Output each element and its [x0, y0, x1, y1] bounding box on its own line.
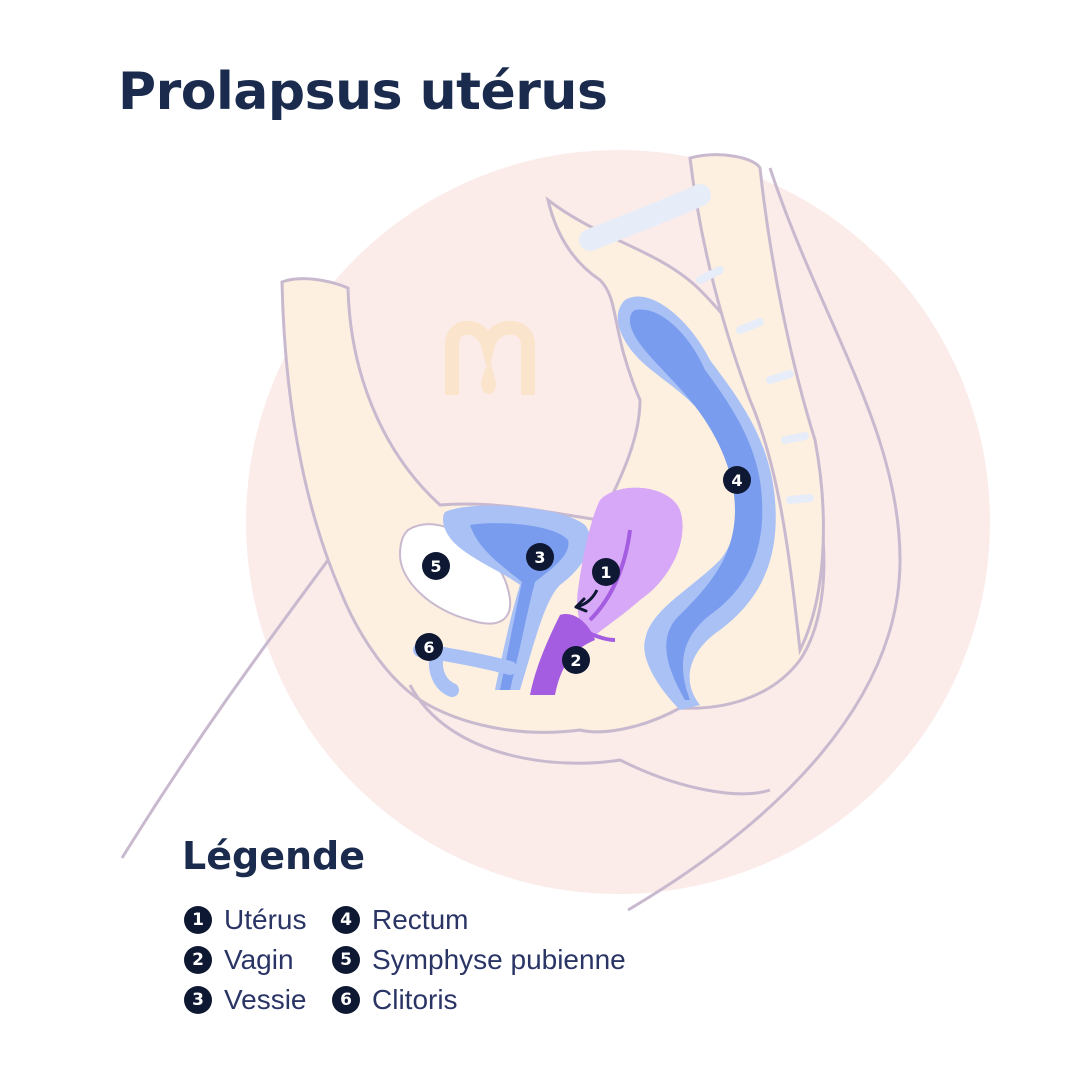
arrow-head: [574, 597, 588, 613]
legend-label: Symphyse pubienne: [372, 944, 626, 975]
marker-2: 2: [562, 646, 590, 674]
legend-label: Clitoris: [372, 984, 458, 1015]
uterine-canal: [588, 529, 632, 622]
legend-item: 4 Rectum: [332, 900, 626, 940]
rectum: [617, 296, 776, 710]
svg-text:3: 3: [534, 548, 545, 567]
number-badge: 1: [184, 906, 212, 934]
sacrum-shape: [579, 184, 711, 251]
legend-item: 2 Vagin: [184, 940, 307, 980]
marker-4: 4: [723, 466, 751, 494]
legend-label: Vagin: [224, 944, 294, 975]
legend-title: Légende: [182, 834, 365, 878]
legend-item: 5 Symphyse pubienne: [332, 940, 626, 980]
legend-item: 3 Vessie: [184, 980, 307, 1020]
rectum-inner: [629, 309, 763, 700]
vaginal-wall: [561, 623, 616, 642]
number-badge: 3: [184, 986, 212, 1014]
marker-6: 6: [415, 633, 443, 661]
spine-tissue: [688, 153, 825, 656]
legend-label: Vessie: [224, 984, 307, 1015]
vagina: [530, 614, 595, 695]
legend-label: Rectum: [372, 904, 469, 935]
vertebrae-lines: [696, 266, 814, 504]
back-outline: [627, 167, 902, 912]
svg-text:1: 1: [600, 563, 611, 582]
number-badge: 6: [332, 986, 360, 1014]
svg-text:5: 5: [430, 557, 441, 576]
number-badge: 5: [332, 946, 360, 974]
legend-item: 6 Clitoris: [332, 980, 626, 1020]
svg-text:2: 2: [570, 651, 581, 670]
page-title: Prolapsus utérus: [118, 62, 608, 122]
marker-5: 5: [422, 552, 450, 580]
svg-text:6: 6: [423, 638, 434, 657]
number-badge: 4: [332, 906, 360, 934]
legend-column-left: 1 Utérus 2 Vagin 3 Vessie: [184, 900, 307, 1020]
legend-label: Utérus: [224, 904, 307, 935]
legend-item: 1 Utérus: [184, 900, 307, 940]
perineum-outline: [408, 684, 771, 796]
marker-1: 1: [592, 558, 620, 586]
number-badge: 2: [184, 946, 212, 974]
svg-text:4: 4: [731, 471, 742, 490]
logo-m-drop-icon: [445, 320, 535, 395]
marker-3: 3: [526, 543, 554, 571]
legend-column-right: 4 Rectum 5 Symphyse pubienne 6 Clitoris: [332, 900, 626, 1020]
